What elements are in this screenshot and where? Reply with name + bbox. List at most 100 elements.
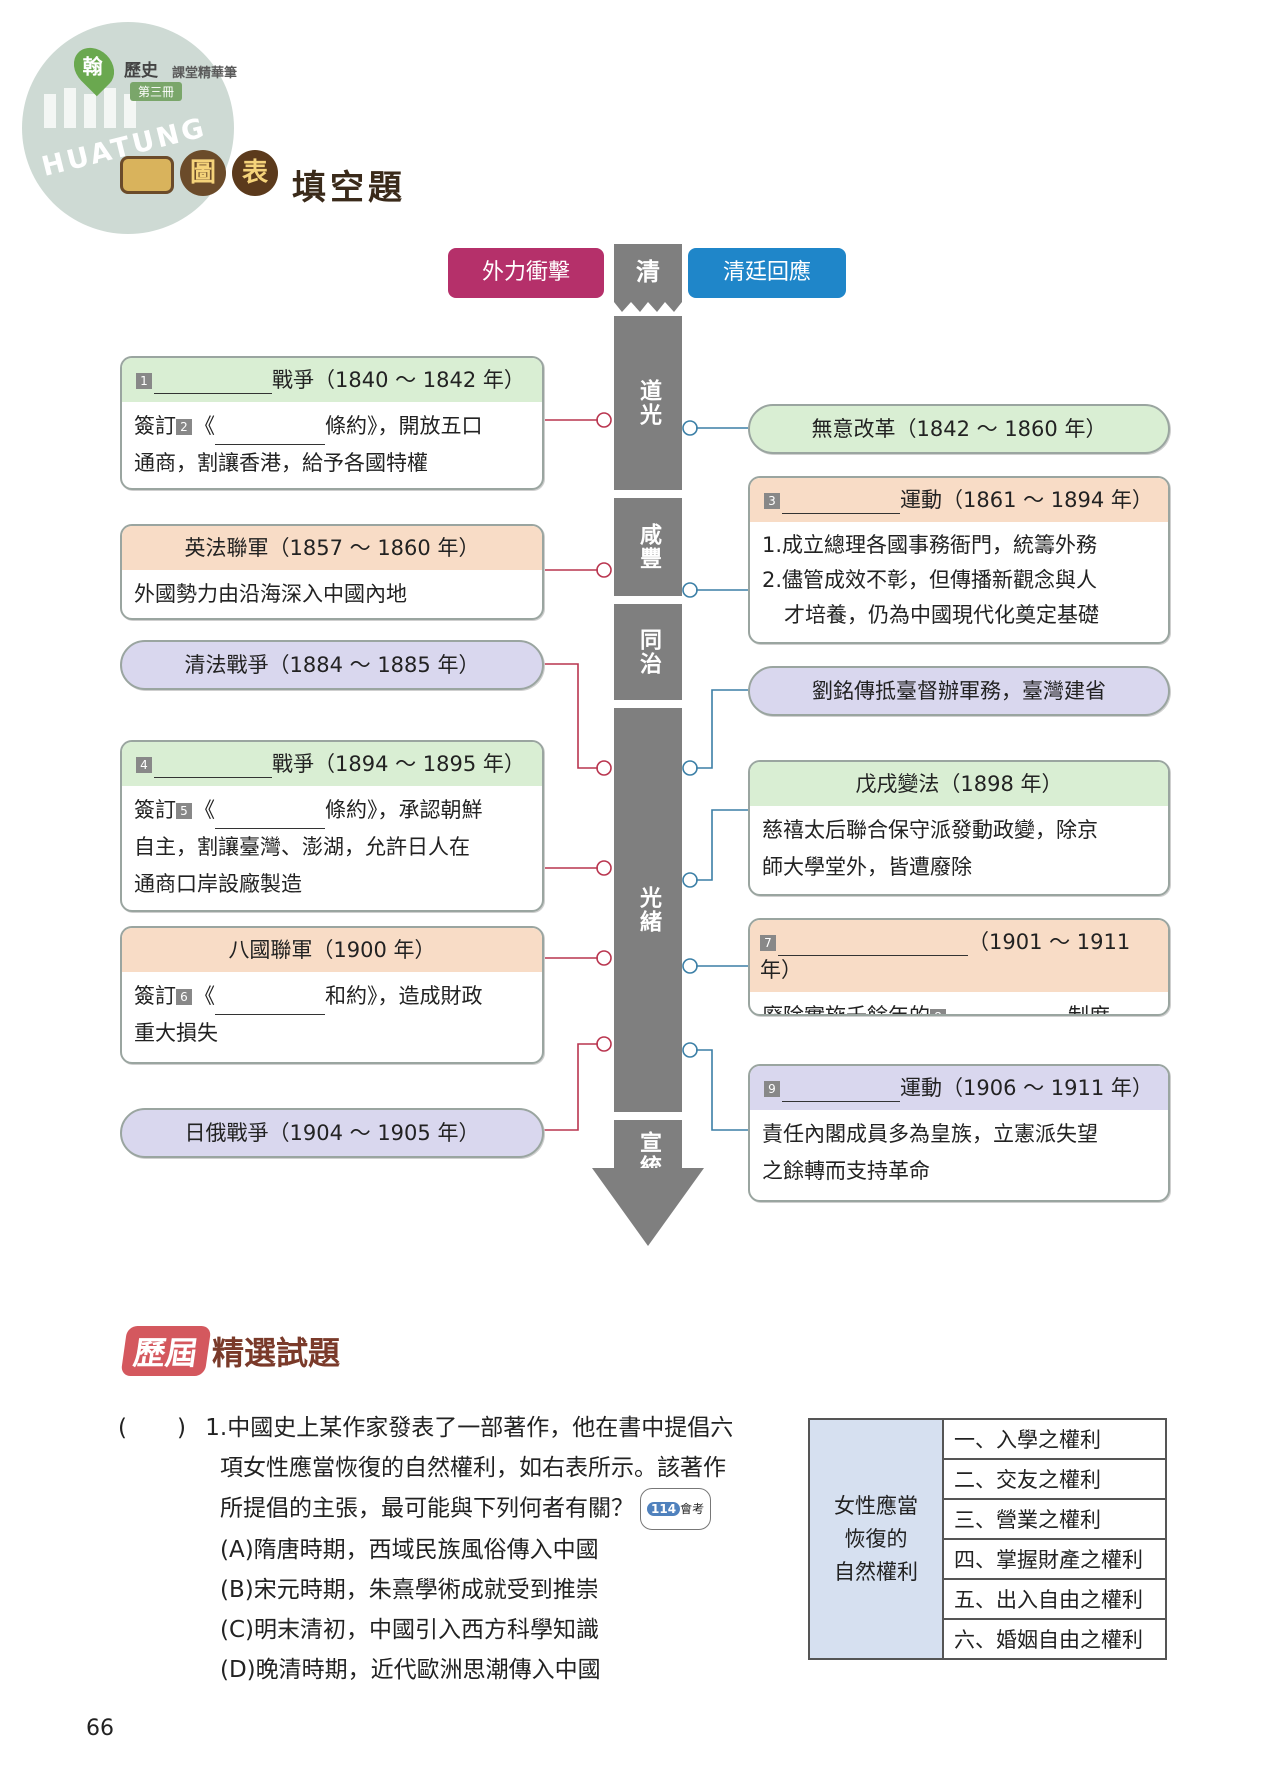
box-head: 戰爭（1840 ～ 1842 年） [272, 368, 525, 392]
subject-title: 歷史 [124, 61, 158, 81]
text-line: 自主，割讓臺灣、澎湖，允許日人在 [134, 835, 470, 859]
taiwan-province: 劉銘傳抵臺督辦軍務，臺灣建省 [748, 666, 1170, 716]
option-c[interactable]: (C)明末清初，中國引入西方科學知識 [220, 1617, 600, 1643]
text-line: 2.儘管成效不彰，但傳播新觀念與人 [762, 568, 1098, 592]
option-b[interactable]: (B)宋元時期，朱熹學術成就受到推崇 [220, 1577, 599, 1603]
text: 條約》，承認朝鮮 [325, 798, 483, 822]
box-head: 八國聯軍（1900 年） [122, 928, 542, 972]
era-guangxu: 光緒 [614, 708, 682, 1112]
rights-table-heading: 女性應當 恢復的 自然權利 [808, 1418, 944, 1660]
blank-number: 7 [760, 935, 776, 951]
option-a[interactable]: (A)隋唐時期，西域民族風俗傳入中國 [220, 1537, 599, 1563]
section-dot-2: 表 [232, 150, 278, 196]
text: 和約》，造成財政 [325, 984, 483, 1008]
page-number: 66 [86, 1716, 114, 1741]
timeline-arrowhead [592, 1168, 704, 1246]
fill-blank[interactable] [778, 933, 968, 956]
fill-blank[interactable] [782, 491, 900, 514]
text-line: 通商口岸設廠製造 [134, 872, 302, 896]
option-d[interactable]: (D)晚清時期，近代歐洲思潮傳入中國 [220, 1657, 601, 1683]
box-new-policies: 7（1901 ～ 1911 年） 廢除實施千餘年的8 制度 [748, 918, 1170, 1016]
question-number: 1. [205, 1415, 228, 1441]
text: 條約》，開放五口 [325, 414, 483, 438]
box-constitutional-movement: 9 運動（1906 ～ 1911 年） 責任內閣成員多為皇族，立憲派失望 之餘轉而… [748, 1064, 1170, 1202]
blank-number: 3 [764, 493, 780, 509]
box-anglo-french: 英法聯軍（1857 ～ 1860 年） 外國勢力由沿海深入中國內地 [120, 524, 544, 620]
box-head: 戊戌變法（1898 年） [750, 762, 1168, 806]
external-impact-header: 外力衝擊 [448, 248, 604, 298]
text-line: 重大損失 [134, 1021, 218, 1045]
box-head: 戰爭（1894 ～ 1895 年） [272, 752, 525, 776]
watermark-bars-icon [44, 88, 136, 128]
qing-dynasty-header: 清 [614, 244, 682, 300]
answer-paren-open[interactable]: ( [118, 1415, 127, 1441]
question-line: 中國史上某作家發表了一部著作，他在書中提倡六 [227, 1415, 734, 1441]
fill-blank[interactable] [215, 992, 325, 1015]
era-xianfeng: 咸豐 [614, 498, 682, 596]
box-head: （1901 ～ 1911 年） [760, 930, 1131, 982]
section-dot-1: 圖 [180, 150, 226, 196]
text: 簽訂 [134, 414, 176, 438]
rights-table-row: 四、掌握財產之權利 [942, 1538, 1167, 1580]
text-line: 1.成立總理各國事務衙門，統籌外務 [762, 533, 1098, 557]
box-head: 英法聯軍（1857 ～ 1860 年） [122, 526, 542, 570]
blank-number: 4 [136, 757, 152, 773]
section-title: 填空題 [292, 168, 406, 208]
text-line: 師大學堂外，皆遭廢除 [762, 855, 972, 879]
box-self-strengthening: 3 運動（1861 ～ 1894 年） 1.成立總理各國事務衙門，統籌外務 2.儘… [748, 476, 1170, 644]
era-daoguang: 道光 [614, 316, 682, 490]
text-line: 責任內閣成員多為皇族，立憲派失望 [762, 1122, 1098, 1146]
fill-blank[interactable] [215, 806, 325, 829]
fill-blank[interactable] [215, 422, 325, 445]
text-line: 通商，割讓香港，給予各國特權 [134, 451, 428, 475]
text: 《 [194, 414, 215, 438]
volume-label: 第三冊 [130, 82, 183, 101]
exam-title: 精選試題 [212, 1334, 341, 1372]
rights-table-row: 六、婚姻自由之權利 [942, 1618, 1167, 1660]
text: 簽訂 [134, 984, 176, 1008]
zigzag-divider [614, 296, 682, 312]
blank-number: 6 [176, 989, 192, 1005]
era-tongzhi: 同治 [614, 604, 682, 700]
qing-response-header: 清廷回應 [688, 248, 846, 298]
blank-number: 9 [764, 1081, 780, 1097]
rights-table-row: 一、入學之權利 [942, 1418, 1167, 1460]
camera-icon [120, 156, 174, 194]
answer-paren-close[interactable]: ) [176, 1415, 186, 1441]
blank-number: 1 [136, 373, 152, 389]
series-title: 課堂精華筆 [172, 66, 238, 81]
rights-table: 女性應當 恢復的 自然權利 一、入學之權利 二、交友之權利 三、營業之權利 四、… [808, 1418, 1167, 1660]
box-head: 運動（1906 ～ 1911 年） [900, 1076, 1153, 1100]
text: 廢除實施千餘年的 [762, 1004, 930, 1016]
fill-blank[interactable] [782, 1079, 900, 1102]
text-line: 外國勢力由沿海深入中國內地 [134, 582, 407, 606]
exam-section-banner: 歷屆精選試題 [120, 1326, 341, 1376]
question-1: () 1.中國史上某作家發表了一部著作，他在書中提倡六 項女性應當恢復的自然權利… [118, 1408, 798, 1690]
russo-japanese-war: 日俄戰爭（1904 ～ 1905 年） [120, 1108, 544, 1158]
exam-flag: 歷屆 [120, 1326, 212, 1376]
rights-table-row: 二、交友之權利 [942, 1458, 1167, 1500]
text: 簽訂 [134, 798, 176, 822]
blank-number: 5 [176, 803, 192, 819]
fill-blank[interactable] [948, 1012, 1068, 1014]
sino-french-war: 清法戰爭（1884 ～ 1885 年） [120, 640, 544, 690]
no-reform: 無意改革（1842 ～ 1860 年） [748, 404, 1170, 454]
fill-blank[interactable] [154, 755, 272, 778]
box-hundred-days-reform: 戊戌變法（1898 年） 慈禧太后聯合保守派發動政變，除京 師大學堂外，皆遭廢除 [748, 760, 1170, 896]
text-line: 慈禧太后聯合保守派發動政變，除京 [762, 818, 1098, 842]
text: 制度 [1068, 1004, 1110, 1016]
blank-number: 8 [930, 1009, 946, 1014]
text-line: 才培養，仍為中國現代化奠定基礎 [784, 603, 1099, 627]
rights-table-row: 五、出入自由之權利 [942, 1578, 1167, 1620]
fill-blank[interactable] [154, 371, 272, 394]
box-head: 運動（1861 ～ 1894 年） [900, 488, 1153, 512]
text: 《 [194, 984, 215, 1008]
text: 《 [194, 798, 215, 822]
text-line: 之餘轉而支持革命 [762, 1159, 930, 1183]
blank-number: 2 [176, 419, 192, 435]
